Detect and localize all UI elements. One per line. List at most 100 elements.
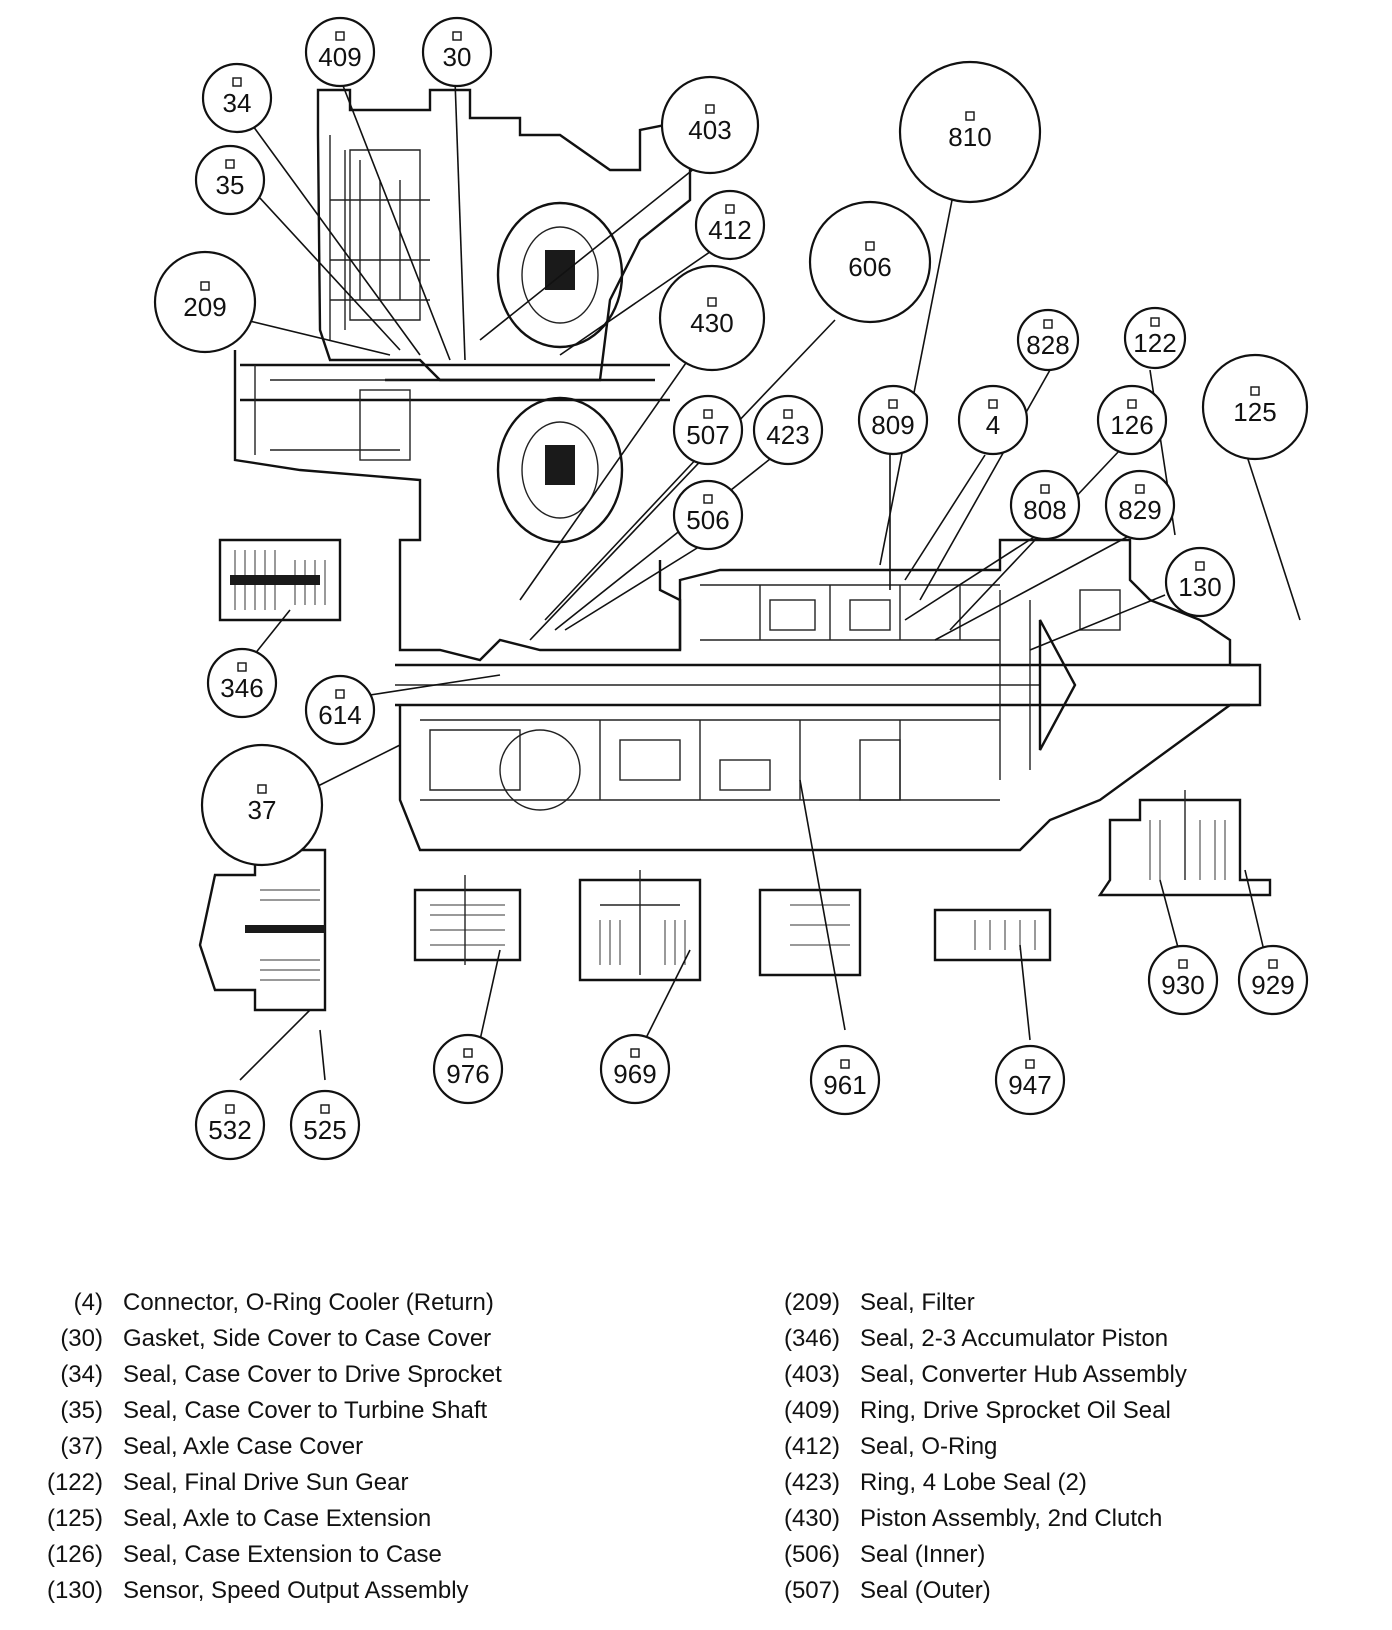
callout-circle	[808, 200, 932, 324]
seal-part-icon	[463, 1048, 473, 1058]
legend-part-description: Ring, Drive Sprocket Oil Seal	[860, 1397, 1171, 1424]
legend-item: (122)Seal, Final Drive Sun Gear	[28, 1465, 502, 1501]
legend-part-description: Seal (Inner)	[860, 1541, 986, 1568]
legend-item: (412)Seal, O-Ring	[770, 1429, 1187, 1465]
callout-circle	[1201, 353, 1309, 461]
callout-label: 346	[220, 673, 263, 703]
callout-525: 525	[289, 1089, 361, 1161]
legend-item: (34)Seal, Case Cover to Drive Sprocket	[28, 1357, 502, 1393]
legend-part-description: Seal, O-Ring	[860, 1433, 998, 1460]
callout-circle	[1104, 469, 1176, 541]
callout-label: 430	[690, 308, 733, 338]
callout-circle	[304, 16, 376, 88]
callout-403: 403	[660, 75, 760, 175]
callout-circle	[857, 384, 929, 456]
callout-828: 828	[1016, 308, 1080, 372]
legend-part-number: (126)	[46, 1541, 103, 1568]
callout-label: 412	[708, 215, 751, 245]
legend-part-number: (35)	[60, 1397, 103, 1424]
callout-409: 409	[304, 16, 376, 88]
seal-part-icon	[988, 399, 998, 409]
legend-part-description: Seal, 2-3 Accumulator Piston	[860, 1325, 1169, 1352]
legend-part-description: Seal, Filter	[860, 1289, 975, 1316]
callout-label: 125	[1233, 397, 1276, 427]
callout-label: 606	[848, 252, 891, 282]
callout-label: 976	[446, 1059, 489, 1089]
callout-34: 34	[201, 62, 273, 134]
callout-126: 126	[1096, 384, 1168, 456]
legend-part-number: (125)	[46, 1505, 103, 1532]
seal-part-icon	[1250, 386, 1260, 396]
legend-item: (430)Piston Assembly, 2nd Clutch	[770, 1501, 1187, 1537]
seal-part-icon	[1043, 319, 1053, 329]
legend-right: (209) Seal, Filter (346)Seal, 2-3 Accumula…	[770, 1285, 1187, 1609]
callout-label: 532	[208, 1115, 251, 1145]
seal-part-icon	[1195, 561, 1205, 571]
callout-circle	[153, 250, 257, 354]
callout-976: 976	[432, 1033, 504, 1105]
callout-label: 507	[686, 420, 729, 450]
legend-item: (30)Gasket, Side Cover to Case Cover	[28, 1321, 502, 1357]
legend-part-description: Seal, Axle to Case Extension	[123, 1505, 432, 1532]
legend-item: (35) Seal, Case Cover to Turbine Shaft	[28, 1393, 502, 1429]
callout-circle	[994, 1044, 1066, 1116]
callout-circle	[421, 16, 493, 88]
callout-810: 810	[898, 60, 1042, 204]
callout-circle	[194, 144, 266, 216]
seal-part-icon	[1025, 1059, 1035, 1069]
legend-part-number: (423)	[783, 1469, 840, 1496]
callout-label: 809	[871, 410, 914, 440]
callout-circle	[200, 743, 324, 867]
callout-209: 209	[153, 250, 257, 354]
legend-part-number: (4)	[73, 1289, 103, 1316]
callout-label: 30	[443, 42, 472, 72]
callout-125: 125	[1201, 353, 1309, 461]
callout-circle	[809, 1044, 881, 1116]
seal-part-icon	[1040, 484, 1050, 494]
seal-part-icon	[703, 494, 713, 504]
seal-part-icon	[232, 77, 242, 87]
callout-37: 37	[200, 743, 324, 867]
callout-label: 122	[1133, 328, 1176, 358]
legend-part-description: Sensor, Speed Output Assembly	[123, 1577, 469, 1604]
transmission-cross-section	[198, 88, 1272, 1012]
legend-part-description: Gasket, Side Cover to Case Cover	[123, 1325, 492, 1352]
callout-930: 930	[1147, 944, 1219, 1016]
legend-item: (37)Seal, Axle Case Cover	[28, 1429, 502, 1465]
callout-circle	[1147, 944, 1219, 1016]
callout-label: 961	[823, 1070, 866, 1100]
seal-part-icon	[888, 399, 898, 409]
legend-item: (346)Seal, 2-3 Accumulator Piston	[770, 1321, 1187, 1357]
legend-item: (130) Sensor, Speed Output Assembly	[28, 1573, 502, 1609]
legend-item: (125) Seal, Axle to Case Extension	[28, 1501, 502, 1537]
callout-430: 430	[658, 264, 766, 372]
legend-part-number: (209)	[783, 1289, 840, 1316]
callout-label: 130	[1178, 572, 1221, 602]
callout-label: 808	[1023, 495, 1066, 525]
legend-part-description: Seal, Case Cover to Turbine Shaft	[123, 1397, 488, 1424]
seal-part-icon	[1127, 399, 1137, 409]
callout-circle	[304, 674, 376, 746]
callout-423: 423	[752, 394, 824, 466]
callout-506: 506	[672, 479, 744, 551]
legend-part-description: Connector, O-Ring Cooler (Return)	[123, 1289, 494, 1316]
callout-929: 929	[1237, 944, 1309, 1016]
seal-part-icon	[865, 241, 875, 251]
seal-part-icon	[200, 281, 210, 291]
callout-circle	[957, 384, 1029, 456]
callout-346: 346	[206, 647, 278, 719]
callout-label: 423	[766, 420, 809, 450]
seal-part-icon	[320, 1104, 330, 1114]
callout-829: 829	[1104, 469, 1176, 541]
legend-part-number: (130)	[46, 1577, 103, 1604]
seal-part-icon	[840, 1059, 850, 1069]
seal-part-icon	[703, 409, 713, 419]
callout-label: 403	[688, 115, 731, 145]
callout-30: 30	[421, 16, 493, 88]
seal-part-icon	[257, 784, 267, 794]
legend-part-number: (122)	[46, 1469, 103, 1496]
legend-part-number: (507)	[783, 1577, 840, 1604]
legend-item: (506)Seal (Inner)	[770, 1537, 1187, 1573]
